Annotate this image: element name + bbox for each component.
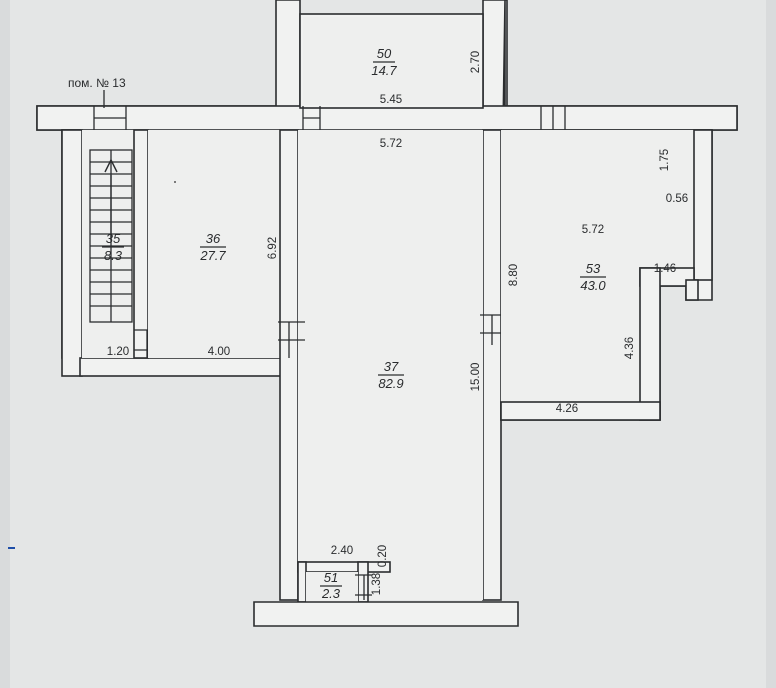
svg-text:43.0: 43.0	[580, 278, 606, 293]
dim-426: 4.26	[556, 403, 578, 415]
dim-545: 5.45	[380, 94, 402, 106]
room-53-lower-right-wall	[639, 267, 661, 421]
dim-138: 1.38	[371, 573, 383, 595]
room-37-floor	[298, 130, 483, 600]
top-wall-band	[36, 105, 738, 131]
dim-240: 2.40	[331, 545, 353, 557]
svg-text:37: 37	[384, 359, 399, 374]
svg-text:36: 36	[206, 231, 221, 246]
dim-572-right: 5.72	[582, 224, 604, 236]
staircase	[89, 149, 133, 323]
plan-label: пом. № 13	[68, 76, 126, 90]
room-51-left-wall	[297, 561, 307, 603]
stray-dot	[174, 181, 176, 183]
dim-056: 0.56	[666, 193, 688, 205]
dim-175: 1.75	[659, 149, 671, 171]
room-37-top-door	[302, 106, 321, 130]
dim-400: 4.00	[208, 346, 230, 358]
room-51-label: 51 2.3	[320, 570, 342, 601]
dim-146: 1.46	[654, 263, 676, 275]
room-37-right-wall	[482, 129, 502, 601]
room-53-top-door	[540, 106, 566, 130]
svg-text:50: 50	[377, 46, 392, 61]
svg-text:82.9: 82.9	[378, 376, 403, 391]
room-53-label: 53 43.0	[580, 261, 606, 293]
room-37-label: 37 82.9	[378, 359, 404, 391]
room-36-floor	[148, 130, 280, 358]
left-outer-wall	[61, 129, 83, 377]
dim-1500: 15.00	[470, 363, 482, 392]
dim-572-top: 5.72	[380, 138, 402, 150]
room-35-floor	[82, 130, 134, 358]
stray-blue-mark	[8, 547, 15, 549]
svg-text:53: 53	[586, 261, 601, 276]
svg-text:51: 51	[324, 570, 338, 585]
dim-880: 8.80	[508, 264, 520, 286]
room-51-right-wall	[357, 561, 369, 603]
room-37-left-wall	[279, 129, 299, 601]
room-36-label: 36 27.7	[199, 231, 226, 263]
upper-center-left-wall	[275, 0, 301, 109]
svg-text:14.7: 14.7	[371, 63, 397, 78]
svg-text:8.3: 8.3	[104, 248, 123, 263]
stair-partition	[133, 129, 149, 359]
svg-text:27.7: 27.7	[199, 248, 226, 263]
dim-270: 2.70	[470, 51, 482, 73]
stair-top-door	[93, 106, 127, 130]
room-50-floor	[303, 17, 480, 105]
left-bottom-wall	[79, 357, 299, 377]
dim-020: 0.20	[377, 545, 389, 567]
room-36-door	[278, 321, 305, 358]
svg-text:35: 35	[106, 231, 121, 246]
room-35-label: 35 8.3	[102, 231, 124, 263]
dim-692: 6.92	[267, 237, 279, 259]
room-53-floor	[501, 130, 694, 402]
svg-text:2.3: 2.3	[321, 586, 341, 601]
room-53-right-wall	[693, 129, 713, 281]
bottom-base-wall	[253, 601, 519, 627]
room-51-floor	[306, 572, 358, 602]
dim-120: 1.20	[107, 346, 129, 358]
dim-436: 4.36	[624, 337, 636, 359]
room-51-door	[355, 574, 372, 600]
room-53-bottom-wall	[500, 401, 661, 421]
room-53-corner-post	[685, 279, 699, 301]
room-50-label: 50 14.7	[371, 46, 397, 78]
